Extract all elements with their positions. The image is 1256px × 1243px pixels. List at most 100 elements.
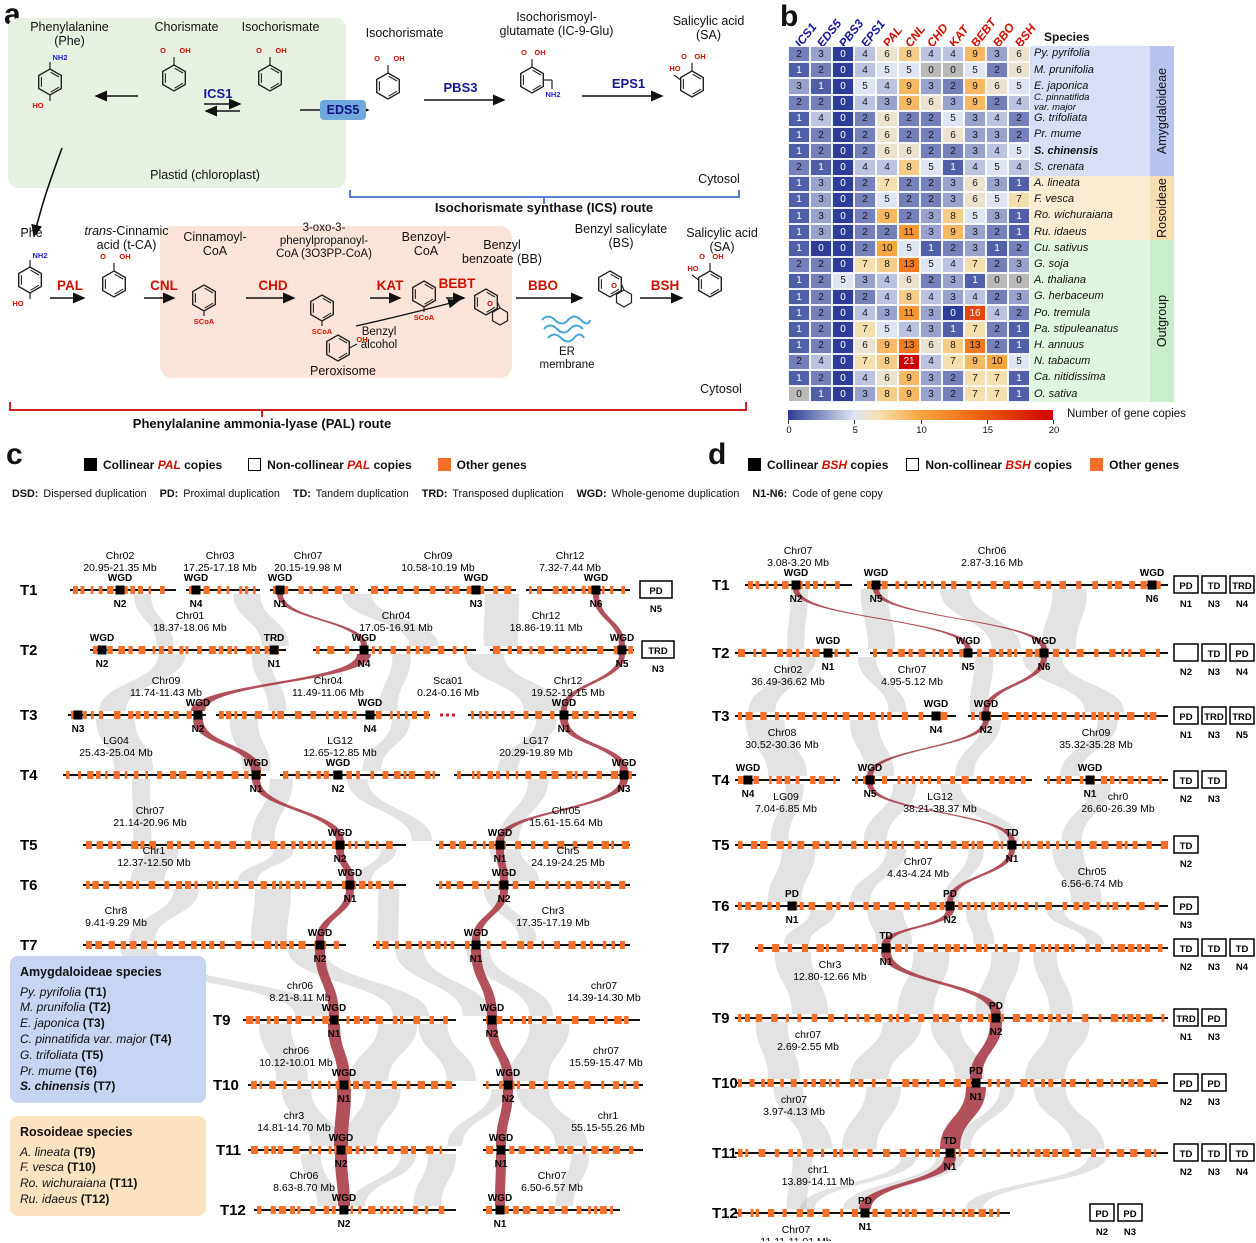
gene-tick: [417, 1081, 426, 1089]
gene-tick: [1147, 776, 1153, 784]
gene-tick: [833, 776, 836, 784]
gene-tick: [382, 941, 389, 949]
gene-tick: [472, 881, 479, 889]
gene-tick: [341, 711, 348, 719]
duplication-type-label: WGD: [358, 698, 382, 709]
gene-tick: [266, 1016, 271, 1024]
gene-tick: [365, 841, 370, 849]
heatmap-cell: 6: [898, 272, 920, 289]
gene-tick: [945, 944, 951, 952]
gene-tick: [990, 581, 997, 589]
gene-tick: [839, 1149, 844, 1157]
gene-tick: [1118, 776, 1122, 784]
gene-tick: [602, 1146, 610, 1154]
gene-tick: [1082, 902, 1090, 910]
gene-tick: [1042, 1149, 1050, 1157]
chromosome-range: 6.50-6.57 Mb: [521, 1182, 583, 1194]
gene-tick: [874, 1014, 882, 1022]
species-legend-item: A. lineata (T9): [20, 1144, 96, 1159]
gene-tick: [488, 841, 495, 849]
gene-tick: [273, 1016, 279, 1024]
gene-tick: [537, 586, 542, 594]
collinear-copy-mark: [495, 1205, 505, 1215]
species-label: S. crenata: [1034, 160, 1085, 173]
metabolite-phe: Phe: [20, 226, 43, 240]
gene-tick: [977, 581, 981, 589]
gene-tick: [1069, 1079, 1076, 1087]
heatmap-cell: 8: [876, 353, 898, 370]
gene-tick: [153, 711, 158, 719]
gene-tick: [472, 841, 477, 849]
gene-tick: [353, 1081, 359, 1089]
gene-tick: [621, 841, 630, 849]
copy-code-label: N2: [1180, 859, 1192, 870]
chromosome-range: 8.21-8.11 Mb: [269, 992, 330, 1004]
duplication-type-label: WGD: [1078, 763, 1102, 774]
copy-code-label: N1: [558, 724, 571, 735]
gene-tick: [1128, 1079, 1135, 1087]
gene-tick: [797, 712, 806, 720]
copy-code-label: N3: [1208, 1167, 1220, 1178]
gene-tick: [93, 646, 98, 654]
heatmap-cell: 4: [854, 94, 876, 111]
gene-tick: [806, 1149, 814, 1157]
gene-tick: [888, 1014, 893, 1022]
collinear-copy-mark: [991, 1013, 1001, 1023]
heatmap-cell: 7: [964, 321, 986, 338]
heatmap-cell: 4: [854, 46, 876, 63]
heatmap-cell: 3: [920, 386, 942, 403]
svg-text:OH: OH: [275, 46, 286, 55]
gene-tick: [1046, 581, 1052, 589]
colorbar-tick-label: 20: [1048, 425, 1060, 437]
gene-tick: [418, 941, 423, 949]
svg-text:SCoA: SCoA: [414, 313, 435, 322]
gene-tick: [1047, 1014, 1053, 1022]
heatmap-cell: 3: [964, 240, 986, 257]
gene-tick: [1034, 1149, 1041, 1157]
gene-tick: [217, 586, 222, 594]
gene-tick: [994, 944, 998, 952]
gene-tick: [415, 646, 420, 654]
copy-code-label: N3: [1180, 920, 1192, 931]
gene-tick: [1155, 649, 1160, 657]
heatmap-cell: 3: [942, 191, 964, 208]
heatmap-cell: 6: [876, 127, 898, 144]
gene-tick: [738, 1079, 742, 1087]
gene-tick: [593, 1206, 598, 1214]
heatmap-cell: 21: [898, 353, 920, 370]
gene-tick: [942, 1209, 946, 1217]
chromosome-name: Chr07: [538, 1170, 567, 1182]
gene-tick: [219, 941, 225, 949]
heatmap-cell: 2: [788, 256, 810, 273]
gene-tick: [1041, 1079, 1045, 1087]
gene-tick: [113, 711, 121, 719]
species-label: M. prunifolia: [1034, 63, 1094, 76]
legend-swatch-orange: [1090, 458, 1104, 471]
metabolite-benzyl-alcohol: Benzyl alcohol: [360, 326, 398, 352]
gene-tick: [179, 771, 187, 779]
gene-tick: [818, 776, 825, 784]
species-legend-item: C. pinnatifida var. major (T4): [20, 1031, 172, 1046]
heatmap-cell: 3: [1008, 256, 1030, 273]
heatmap-cell: 6: [920, 337, 942, 354]
gene-tick: [452, 646, 457, 654]
heatmap-cell: 7: [854, 321, 876, 338]
gene-tick: [1109, 649, 1116, 657]
duplication-type-label: WGD: [552, 698, 576, 709]
heatmap-cell: 4: [920, 46, 942, 63]
gene-tick: [510, 711, 515, 719]
gene-tick: [618, 881, 626, 889]
gene-tick: [1090, 1149, 1097, 1157]
heatmap-cell: 4: [942, 256, 964, 273]
gene-tick: [126, 881, 133, 889]
heatmap-cell: 5: [898, 240, 920, 257]
heatmap-cell: 4: [810, 353, 832, 370]
noncollinear-copy-box: [1173, 770, 1199, 789]
gene-tick: [331, 841, 336, 849]
duplication-type-label: TD: [1208, 1149, 1221, 1160]
gene-tick: [486, 881, 490, 889]
heatmap-cell: 5: [876, 321, 898, 338]
chromosome-range: 10.58-10.19 Mb: [401, 562, 475, 574]
gene-tick: [292, 1146, 300, 1154]
